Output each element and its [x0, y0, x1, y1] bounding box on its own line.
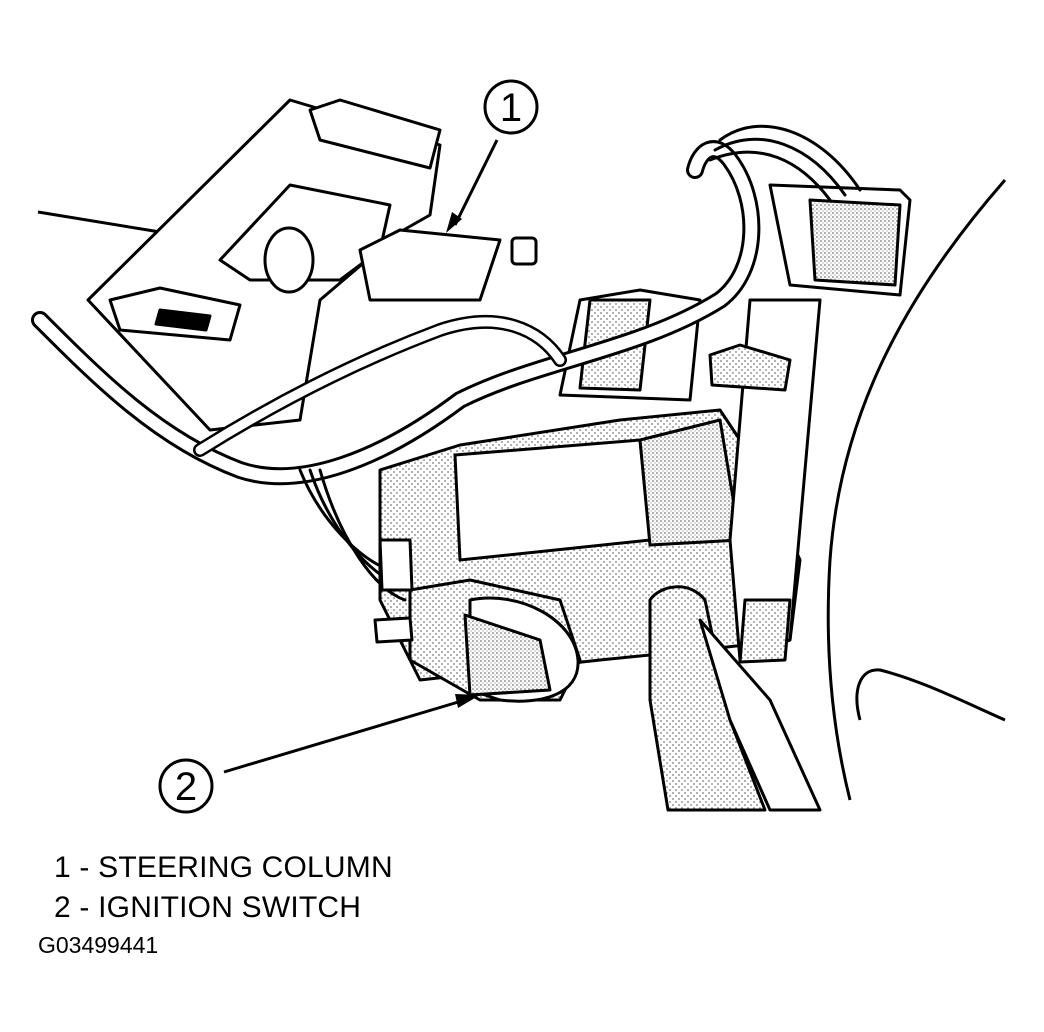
upper-bracket: [86, 98, 442, 432]
wiring-harness: [31, 124, 862, 602]
callout-2-number: 2: [175, 765, 197, 809]
right-connector: [708, 183, 912, 392]
callout-1-number: 1: [500, 86, 522, 130]
dash-outline: [37, 179, 1007, 801]
column-shaft: [648, 585, 822, 812]
legend-item-steering-column: 1 - STEERING COLUMN: [54, 851, 393, 884]
steering-column-diagram: 1 2: [31, 79, 1007, 814]
callout-1: 1: [446, 79, 539, 233]
legend: 1 - STEERING COLUMN 2 - IGNITION SWITCH: [54, 848, 393, 928]
callout-2: 2: [158, 694, 480, 814]
legend-item-ignition-switch: 2 - IGNITION SWITCH: [54, 891, 362, 924]
ignition-switch: [373, 538, 582, 703]
figure-id: G03499441: [38, 932, 159, 958]
